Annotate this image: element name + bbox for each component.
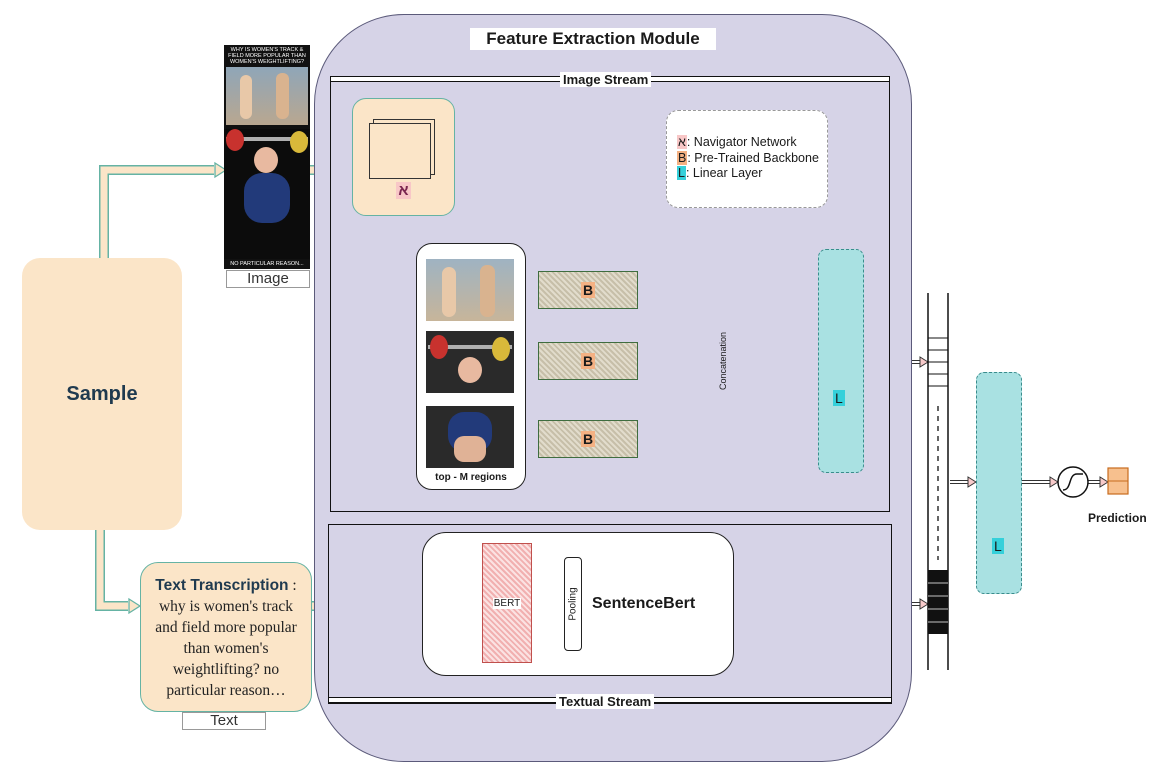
- meme-runners: [226, 67, 308, 125]
- backbone-2-symbol: B: [580, 353, 596, 369]
- legend-symbol-backbone: B: [677, 150, 688, 165]
- navigator-stack-front: [369, 123, 431, 179]
- arrow-sample-image-outline: [99, 165, 214, 258]
- bert-label: BERT: [492, 597, 522, 609]
- fusion-linear-symbol: L: [992, 538, 1004, 554]
- backbone-3: B: [538, 420, 638, 458]
- image-caption: Image: [226, 270, 310, 288]
- arrow-linear-fusion-head: [919, 356, 929, 368]
- backbone-2: B: [538, 342, 638, 380]
- legend-item-linear: L: Linear Layer: [677, 166, 827, 182]
- meme-bottom-text: NO PARTICULAR REASON...: [230, 261, 304, 267]
- arrow-fusion-linear-head: [967, 476, 977, 488]
- sample-box: Sample: [22, 258, 182, 530]
- sigmoid-curve: [1062, 473, 1083, 491]
- region-crop-1: [426, 259, 514, 321]
- region-crop-3: [426, 406, 514, 468]
- textual-stream-label: Textual Stream: [556, 694, 655, 709]
- backbone-1-symbol: B: [580, 282, 596, 298]
- meme-top-text: WHY IS WOMEN'S TRACK & FIELD MORE POPULA…: [228, 47, 306, 65]
- arrow-sigmoid-prediction-head: [1099, 476, 1109, 488]
- regions-label: top - M regions: [435, 472, 507, 483]
- text-caption: Text: [182, 712, 266, 730]
- image-stream-label: Image Stream: [560, 72, 652, 87]
- text-transcription-colon: :: [288, 577, 297, 594]
- arrow-sample-text-fill: [96, 530, 128, 610]
- legend-text-backbone: : Pre-Trained Backbone: [687, 150, 819, 165]
- image-linear-layer: [818, 249, 864, 473]
- legend-text-linear: : Linear Layer: [685, 166, 763, 180]
- meme-image: WHY IS WOMEN'S TRACK & FIELD MORE POPULA…: [224, 45, 310, 269]
- sigmoid-icon: [1057, 466, 1089, 498]
- text-transcription-title: Text Transcription: [155, 577, 289, 594]
- image-linear-symbol: L: [833, 390, 845, 406]
- legend-symbol-linear: L: [677, 166, 686, 180]
- backbone-1: B: [538, 271, 638, 309]
- arrow-sbert-fusion-head: [919, 598, 929, 610]
- legend-symbol-navigator: א: [677, 135, 687, 149]
- module-title: Feature Extraction Module: [470, 28, 716, 50]
- text-transcription-body: why is women's track and field more popu…: [155, 598, 297, 699]
- legend: א: Navigator Network B: Pre-Trained Back…: [666, 110, 828, 208]
- fusion-text-cells: [928, 570, 948, 634]
- pooling-block: Pooling: [564, 557, 582, 651]
- legend-text-navigator: : Navigator Network: [686, 135, 797, 149]
- navigator-symbol: א: [396, 182, 411, 199]
- text-transcription-box: Text Transcription : why is women's trac…: [140, 562, 312, 712]
- concatenation-label: Concatenation: [718, 331, 728, 391]
- legend-item-backbone: B: Pre-Trained Backbone: [677, 150, 827, 167]
- pooling-label: Pooling: [567, 587, 579, 621]
- bert-block: BERT: [482, 543, 532, 663]
- arrow-sample-text-head: [128, 597, 142, 615]
- arrow-sample-image-fill: [100, 166, 214, 258]
- meme-weightlifter: [224, 129, 310, 259]
- arrow-sample-image-head: [214, 161, 228, 179]
- legend-item-navigator: א: Navigator Network: [677, 135, 827, 151]
- prediction-label: Prediction: [1088, 511, 1147, 525]
- arrow-sample-text-outline: [95, 530, 128, 611]
- sentence-bert-label: SentenceBert: [592, 595, 696, 612]
- backbone-3-symbol: B: [580, 431, 596, 447]
- region-crop-2: [426, 331, 514, 393]
- sample-label: Sample: [66, 382, 138, 405]
- arrow-linear-sigmoid-head: [1049, 476, 1059, 488]
- fusion-linear-layer: [976, 372, 1022, 594]
